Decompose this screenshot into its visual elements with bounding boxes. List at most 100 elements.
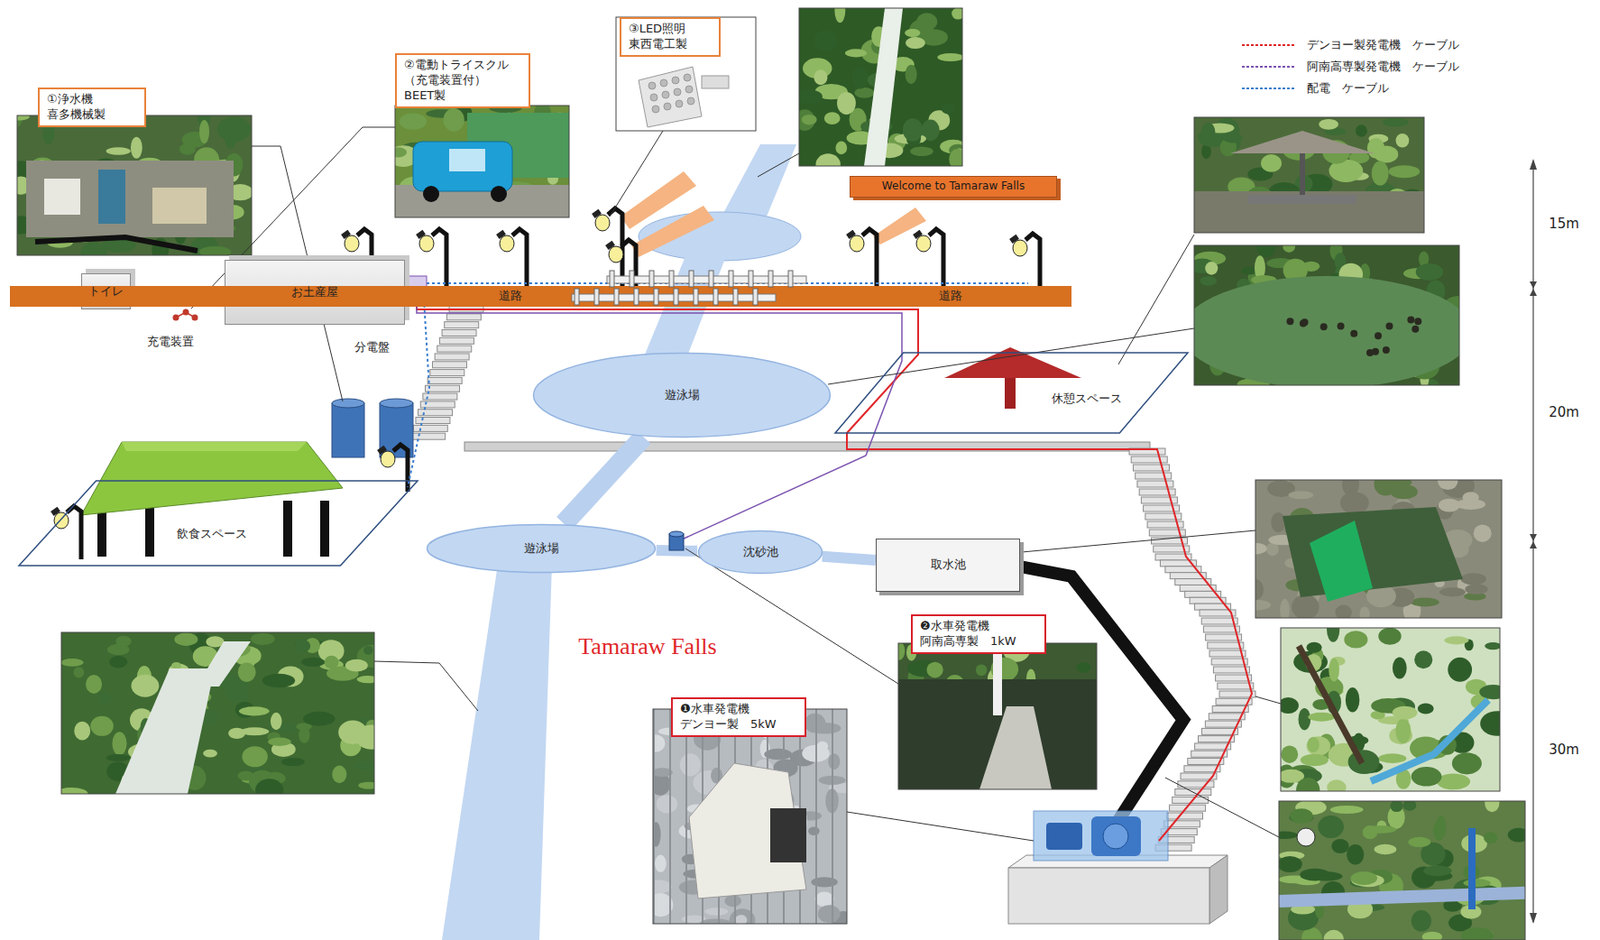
lamp-bulb (595, 214, 610, 231)
photo-detail (352, 761, 375, 771)
photo-detail (1389, 800, 1403, 812)
lamp-bulb (419, 235, 434, 252)
swimmer (1299, 320, 1307, 328)
photo-detail (1328, 658, 1340, 682)
photo-detail (1280, 744, 1298, 763)
photo-detail (255, 778, 284, 794)
photo-detail (395, 147, 407, 157)
photo-detail (1378, 627, 1401, 645)
photo (1194, 117, 1425, 233)
node-label: 取水池 (930, 557, 966, 573)
site-title: Tamaraw Falls (578, 631, 717, 663)
photo-detail (1443, 635, 1469, 644)
photo-detail (250, 633, 276, 645)
photo-detail (345, 659, 368, 672)
pipe (1278, 892, 1526, 902)
photo (1255, 479, 1502, 618)
railing-post (649, 270, 654, 287)
photo-detail (1287, 905, 1319, 931)
photo-detail (1403, 800, 1417, 811)
photo (1194, 245, 1460, 386)
channel (979, 706, 1052, 790)
lamp-cap (496, 229, 506, 240)
umbrella (1230, 130, 1375, 154)
photo-detail (1345, 687, 1361, 713)
node-label: 道路 (938, 288, 963, 304)
node-label: トイレ (88, 284, 124, 300)
turbine (689, 763, 807, 899)
photo-detail (905, 36, 926, 49)
photo-detail (854, 87, 874, 99)
railing-post (669, 270, 674, 287)
lamp-bulb (916, 235, 931, 252)
lamp-bulb (1012, 239, 1028, 257)
swimmer (1366, 349, 1374, 357)
device-label: 充電装置 (147, 334, 194, 350)
photo (799, 8, 963, 166)
photo-detail (810, 876, 837, 887)
photo-detail (1201, 122, 1216, 143)
railing-post (574, 288, 580, 305)
photo-detail (1346, 844, 1364, 865)
leader-line (1165, 777, 1279, 837)
water-channel (822, 556, 876, 561)
railing-post (768, 270, 773, 287)
callout-box: ②電動トライスクル （充電装置付） BEET製 (395, 53, 531, 109)
pool: 遊泳場 (532, 351, 832, 439)
photo-detail (1484, 800, 1499, 812)
water-drum (331, 403, 365, 458)
scale-arrow (1529, 158, 1537, 170)
photo-detail (355, 725, 375, 750)
lamp-cap (377, 445, 387, 455)
wall-rib (831, 708, 834, 924)
legend-row: 阿南高専製発電機 ケーブル (1240, 55, 1460, 78)
photo-detail (818, 904, 841, 923)
photo (17, 115, 252, 256)
photo-detail (799, 89, 823, 104)
leader-line (1118, 234, 1195, 365)
photo-detail (357, 675, 375, 683)
lamp-cap (845, 229, 856, 240)
photo-frame (1280, 627, 1500, 791)
photo-detail (1392, 656, 1407, 679)
lamp-pole (393, 444, 408, 492)
photo-detail (1407, 836, 1431, 847)
photo-detail (1287, 490, 1314, 499)
penstock (1020, 566, 1184, 839)
swimmer (1320, 322, 1328, 331)
drum-top (379, 398, 414, 408)
tent-roof (81, 441, 343, 515)
photo-frame (1194, 245, 1460, 386)
pipe (1370, 699, 1489, 782)
swimmer (1411, 325, 1419, 333)
stair-step (446, 313, 481, 321)
stair-step (425, 385, 460, 392)
rest-area: 休憩スペース (834, 351, 1189, 434)
intake-tank: 取水池 (875, 538, 1021, 592)
photo-detail (90, 716, 114, 736)
photo-detail (951, 8, 963, 20)
swimmer (1406, 316, 1415, 324)
photo-detail (1436, 815, 1447, 839)
leader-line (846, 811, 1034, 841)
turbine-hub (1103, 823, 1129, 849)
photo-detail (656, 794, 678, 813)
photo-detail (1378, 753, 1407, 764)
photo-detail (363, 645, 373, 655)
photo-detail (238, 662, 257, 681)
photo-detail (61, 658, 84, 667)
net (1309, 520, 1373, 602)
ground (1194, 191, 1425, 233)
photo-detail (1462, 878, 1490, 887)
legend-sample (1240, 62, 1297, 72)
photo (395, 105, 570, 218)
photo-detail (808, 826, 819, 836)
lamp (1009, 233, 1040, 286)
stair-step (1167, 812, 1204, 819)
lamp (377, 444, 408, 492)
node-label: ②電動トライスクル （充電装置付） BEET製 (404, 57, 522, 104)
lamp-bulb (849, 235, 865, 252)
lamp (591, 208, 623, 286)
